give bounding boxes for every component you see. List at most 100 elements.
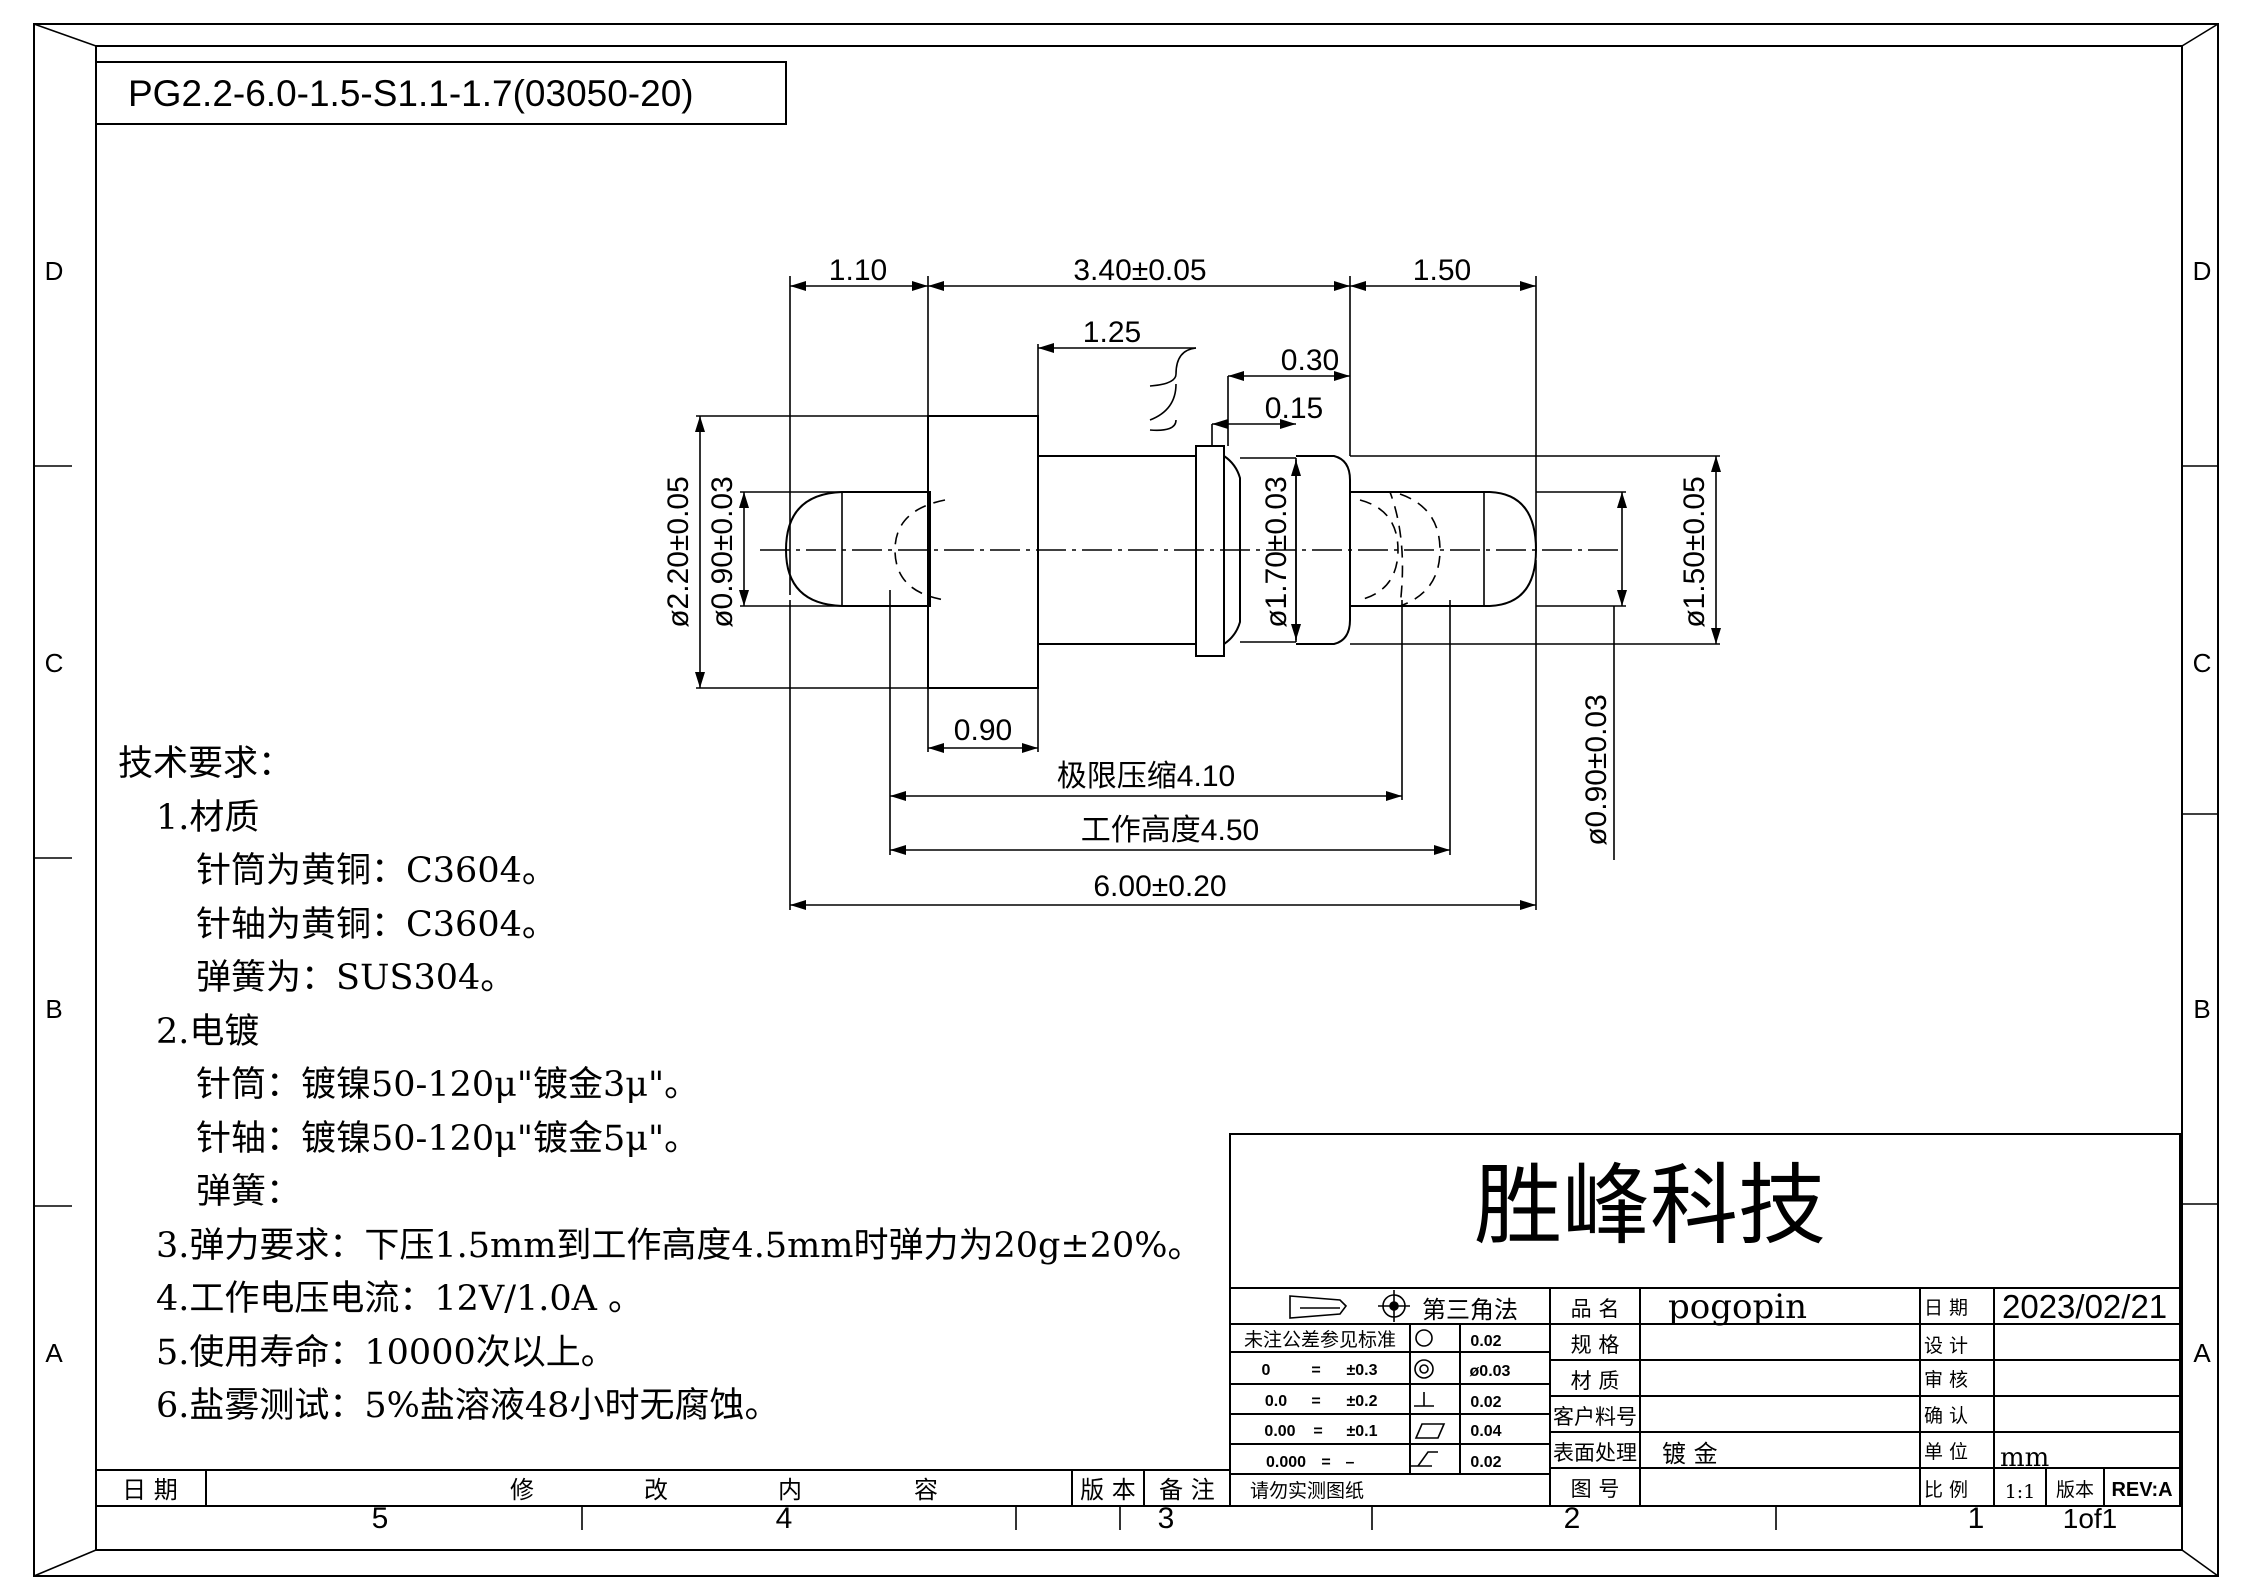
- geo-value-1: ø0.03: [1470, 1363, 1511, 1380]
- dim-dia-2-20: ø2.20±0.05: [662, 476, 695, 628]
- dimension-arrows: [695, 281, 1721, 910]
- dim-0-30: 0.30: [1281, 344, 1339, 377]
- geo-value-3: 0.04: [1470, 1423, 1501, 1440]
- geometric-symbols: [1410, 1329, 1446, 1467]
- label-material: 材 质: [1571, 1369, 1620, 1393]
- label-customer-no: 客户料号: [1553, 1405, 1637, 1429]
- zone-ticks: [34, 465, 2218, 1530]
- label-drawing-no: 图 号: [1571, 1477, 1620, 1501]
- revision-version-label: 版 本: [1080, 1476, 1136, 1504]
- tol-digits-2: 0.00: [1264, 1423, 1295, 1440]
- tech-line-4: 4.工作电压电流：12V/1.0A 。: [156, 1279, 644, 1319]
- label-review: 审 核: [1924, 1369, 1968, 1391]
- tech-line-6: 6.盐雾测试：5%盐溶液48小时无腐蚀。: [156, 1386, 780, 1426]
- dim-dia-1-70: ø1.70±0.03: [1260, 476, 1293, 628]
- dim-3-40: 3.40±0.05: [1073, 254, 1206, 287]
- value-name: pogopin: [1668, 1287, 1807, 1327]
- tol-eq-2: =: [1313, 1423, 1322, 1440]
- tech-line-3: 3.弹力要求：下压1.5mm到工作高度4.5mm时弹力为20g±20%。: [156, 1225, 1203, 1266]
- revision-content-3: 内: [778, 1476, 802, 1504]
- tech-line-5: 5.使用寿命：10000次以上。: [156, 1332, 616, 1373]
- zone-number-1: 1: [1968, 1502, 1985, 1535]
- tech-title: 技术要求：: [118, 744, 294, 784]
- tech-line-2b: 针轴：镀镍50-120μ"镀金5μ"。: [196, 1118, 700, 1159]
- outer-frame: [33, 23, 2219, 1577]
- part-number-box: [95, 61, 787, 125]
- tech-line-1c: 弹簧为：SUS304。: [196, 958, 516, 998]
- zone-letter-b-left: B: [45, 994, 62, 1024]
- tech-line-2: 2.电镀: [156, 1011, 260, 1052]
- zone-letter-c-left: C: [45, 648, 64, 678]
- dim-dia-0-90-right: ø0.90±0.03: [1580, 694, 1613, 846]
- dim-dia-1-50: ø1.50±0.05: [1678, 476, 1711, 628]
- tol-value-3: –: [1346, 1454, 1355, 1471]
- flatness-icon: [1414, 1423, 1446, 1439]
- value-rev: REV:A: [2111, 1479, 2172, 1501]
- zone-letter-d-right: D: [2193, 256, 2212, 286]
- revision-content-4: 容: [914, 1476, 938, 1504]
- tol-value-2: ±0.1: [1346, 1423, 1377, 1440]
- technical-requirements: 技术要求： 1.材质 针筒为黄铜：C3604。 针轴为黄铜：C3604。 弹簧为…: [118, 738, 1238, 1434]
- dim-total-length: 6.00±0.20: [1093, 870, 1226, 903]
- dim-max-compress: 极限压缩4.10: [1057, 760, 1235, 793]
- label-version: 版本: [2056, 1479, 2094, 1501]
- dim-1-25: 1.25: [1083, 316, 1141, 349]
- dim-dia-0-90-left: ø0.90±0.03: [706, 476, 739, 628]
- dimension-lines: [696, 276, 1720, 910]
- tolerance-header: 未注公差参见标准: [1244, 1329, 1396, 1351]
- tech-line-1a: 针筒为黄铜：C3604。: [196, 851, 557, 891]
- sheet-count: 1of1: [2063, 1503, 2118, 1534]
- tol-digits-3: 0.000: [1266, 1454, 1306, 1471]
- zone-number-5: 5: [372, 1502, 389, 1535]
- value-unit: mm: [2000, 1443, 2049, 1473]
- dim-0-90: 0.90: [954, 714, 1012, 747]
- roundness-icon: [1415, 1329, 1433, 1347]
- zone-letter-a-right: A: [2193, 1338, 2211, 1368]
- geo-value-2: 0.02: [1470, 1394, 1501, 1411]
- tech-line-1b: 针轴为黄铜：C3604。: [196, 904, 557, 945]
- tol-eq-0: =: [1311, 1362, 1320, 1379]
- tol-eq-3: =: [1321, 1454, 1330, 1471]
- dim-1-50: 1.50: [1413, 254, 1471, 287]
- geo-value-0: 0.02: [1470, 1333, 1501, 1350]
- value-date: 2023/02/21: [2002, 1288, 2167, 1325]
- part-number: PG2.2-6.0-1.5-S1.1-1.7(03050-20): [128, 73, 694, 114]
- label-unit: 单 位: [1924, 1441, 1968, 1463]
- concentricity-icon: [1414, 1359, 1434, 1379]
- dim-1-10: 1.10: [829, 254, 887, 287]
- value-surface: 镀 金: [1662, 1440, 1718, 1468]
- zone-letter-a-left: A: [45, 1338, 63, 1368]
- label-confirm: 确 认: [1924, 1405, 1968, 1427]
- zone-letter-b-right: B: [2193, 994, 2210, 1024]
- tech-line-2a: 针筒：镀镍50-120μ"镀金3μ"。: [196, 1065, 700, 1105]
- revision-date-label: 日 期: [122, 1476, 178, 1504]
- label-date: 日 期: [1924, 1297, 1968, 1319]
- label-spec: 规 格: [1571, 1333, 1620, 1357]
- tech-line-2c: 弹簧：: [196, 1172, 302, 1212]
- geo-value-4: 0.02: [1470, 1454, 1501, 1471]
- tech-line-1: 1.材质: [156, 797, 260, 838]
- inner-frame: [95, 45, 2183, 1551]
- zone-letter-c-right: C: [2193, 648, 2212, 678]
- label-surface: 表面处理: [1553, 1441, 1637, 1465]
- label-name: 品 名: [1571, 1297, 1620, 1321]
- tol-eq-1: =: [1311, 1393, 1320, 1410]
- value-scale: 1:1: [2005, 1481, 2036, 1503]
- projection-label: 第三角法: [1422, 1296, 1518, 1324]
- revision-row: [96, 1469, 1230, 1507]
- revision-remark-label: 备 注: [1159, 1476, 1215, 1504]
- projection-symbol-icon: [1289, 1290, 1410, 1322]
- dim-work-height: 工作高度4.50: [1081, 814, 1259, 847]
- title-block-grid: [1229, 1133, 2181, 1507]
- revision-content-2: 改: [644, 1476, 668, 1504]
- zone-number-3: 3: [1158, 1502, 1175, 1535]
- tol-value-0: ±0.3: [1346, 1362, 1377, 1379]
- tol-digits-0: 0: [1262, 1362, 1271, 1379]
- label-design: 设 计: [1924, 1335, 1968, 1357]
- revision-content-1: 修: [510, 1476, 534, 1504]
- company-name: 胜峰科技: [1474, 1154, 1826, 1257]
- zone-number-2: 2: [1564, 1502, 1581, 1535]
- drawing-note: 请勿实测图纸: [1250, 1480, 1364, 1502]
- label-scale: 比 例: [1924, 1479, 1968, 1501]
